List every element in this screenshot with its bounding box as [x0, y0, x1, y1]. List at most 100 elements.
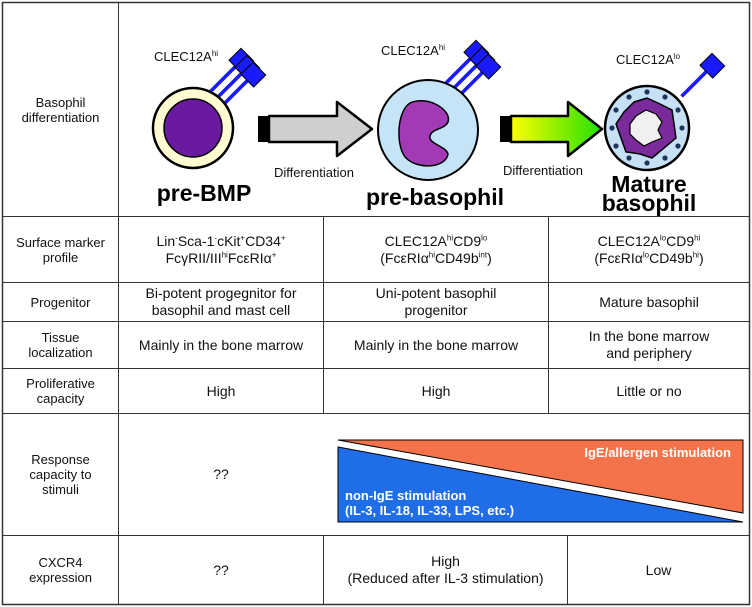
arrow-grey [258, 100, 374, 158]
prebasophil-name: pre-basophil [366, 184, 504, 210]
cell-text-line: progenitor [404, 302, 468, 318]
marker-superscript: hi [221, 249, 228, 259]
marker-text: ) [698, 249, 704, 266]
ige-stimulation-label: IgE/allergen stimulation [584, 445, 731, 460]
marker-text: CD9 [453, 232, 482, 249]
cxcr4-prebmp: ?? [119, 536, 323, 604]
progenitor-mature: Mature basophil [549, 283, 749, 321]
receptor-icon [456, 53, 502, 99]
cell-text-line: Mainly in the bone marrow [138, 336, 304, 353]
prolif-mature: Little or no [549, 369, 749, 413]
cell-text-line: Surface marker [16, 234, 105, 250]
cell-text-line: Little or no [616, 382, 682, 399]
cell-text-line: Tissue [41, 330, 80, 345]
cell-text-line: Mainly in the bone marrow [353, 336, 519, 353]
cell-text-line: and periphery [606, 345, 692, 361]
marker-text: FcεRIα [227, 249, 272, 266]
cell-text-line: Progenitor [30, 294, 91, 310]
receptor-group-prebasophil [444, 39, 502, 99]
cell-text-line: capacity to [29, 467, 92, 482]
prolif-prebasophil: High [324, 369, 548, 413]
tissue-prebmp: Mainly in the bone marrow [119, 322, 323, 368]
marker-text: Sca-1 [177, 232, 215, 249]
marker-superscript: - [175, 232, 178, 242]
surface-marker-prebmp: Lin-Sca-1-cKit+CD34+ FcγRII/IIIhiFcεRIα+ [119, 217, 323, 282]
marker-superscript: + [280, 232, 286, 242]
row-header-progenitor: Progenitor [3, 283, 118, 321]
marker-superscript: lo [642, 249, 650, 259]
receptor-group-prebmp [209, 47, 267, 107]
arrow-label-2: Differentiation [503, 163, 583, 178]
cell-text-line: profile [42, 249, 79, 265]
marker-text: cKit [217, 232, 241, 249]
response-triangles [337, 439, 744, 523]
cell-text-line: ?? [213, 466, 229, 482]
cell-text-line: differentiation [21, 109, 100, 125]
marker-text: Lin [156, 232, 176, 249]
marker-line: CLEC12AhiCD9lo [385, 233, 488, 250]
marker-superscript: int [478, 249, 488, 259]
marker-superscript: hi [446, 232, 454, 242]
marker-text: CD49b [435, 249, 479, 266]
cell-text-line: High [206, 382, 236, 399]
mature-name-line2: basophil [602, 190, 697, 216]
cell-text-line: High [421, 382, 451, 399]
marker-superscript: hi [428, 249, 436, 259]
marker-superscript: + [240, 232, 246, 242]
receptor-group-mature [680, 52, 726, 98]
arrow-gradient [500, 100, 604, 158]
prebmp-marker-label: CLEC12Ahi [154, 49, 218, 64]
nonige-stimulation-label: non-IgE stimulation [345, 488, 466, 503]
cxcr4-high: High(Reduced after IL-3 stimulation) [324, 536, 567, 604]
marker-superscript: hi [692, 249, 699, 259]
cell-text-line: In the bone marrow [588, 328, 710, 344]
cell-text-line: Low [645, 561, 672, 578]
marker-line: Lin-Sca-1-cKit+CD34+ [156, 233, 285, 250]
mature-basophil-cell [603, 84, 691, 172]
tissue-prebasophil: Mainly in the bone marrow [324, 322, 548, 368]
mature-name-line1: Mature [611, 171, 686, 197]
cell-text-line: localization [28, 345, 93, 360]
marker-text: CLEC12A [384, 232, 447, 249]
prebmp-name: pre-BMP [157, 180, 252, 206]
marker-text: CD49b [649, 249, 693, 266]
cell-text-line: CXCR4 [38, 555, 83, 570]
granule-dots [609, 89, 685, 166]
response-prebmp: ?? [119, 414, 323, 535]
surface-marker-prebasophil: CLEC12AhiCD9lo (FcεRIαhiCD49bint) [324, 217, 548, 282]
marker-line: FcγRII/IIIhiFcεRIα+ [166, 250, 277, 267]
cell-text-line: Mature basophil [599, 293, 699, 310]
cell-text-line: High [431, 553, 460, 569]
prebasophil-marker-label: CLEC12Ahi [381, 43, 445, 58]
marker-superscript: + [271, 249, 277, 259]
marker-text: CD34 [245, 232, 281, 249]
marker-line: CLEC12AloCD9hi [598, 233, 701, 250]
marker-line: (FcεRIαhiCD49bint) [380, 250, 492, 267]
nonige-stimulation-examples: (IL-3, IL-18, IL-33, LPS, etc.) [345, 503, 514, 518]
cell-text-line: Basophil [35, 94, 86, 110]
cell-text-line: basophil and mast cell [151, 302, 291, 318]
arrow-label-1: Differentiation [274, 165, 354, 180]
cell-text-line: Uni-potent basophil [375, 285, 497, 301]
prolif-prebmp: High [119, 369, 323, 413]
marker-text: CD9 [666, 232, 695, 249]
receptor-icon [680, 52, 726, 98]
cell-text-line: (Reduced after IL-3 stimulation) [347, 570, 544, 586]
marker-line: (FcεRIαloCD49bhi) [594, 250, 703, 267]
cell-text-line: capacity [36, 391, 85, 406]
marker-text: (FcεRIα [380, 249, 429, 266]
surface-marker-mature: CLEC12AloCD9hi (FcεRIαloCD49bhi) [549, 217, 749, 282]
cell-text-line: Response [31, 452, 90, 467]
marker-superscript: lo [659, 232, 667, 242]
marker-superscript: - [214, 232, 218, 242]
marker-text: (FcεRIα [594, 249, 643, 266]
cell-text-line: stimuli [42, 482, 79, 497]
